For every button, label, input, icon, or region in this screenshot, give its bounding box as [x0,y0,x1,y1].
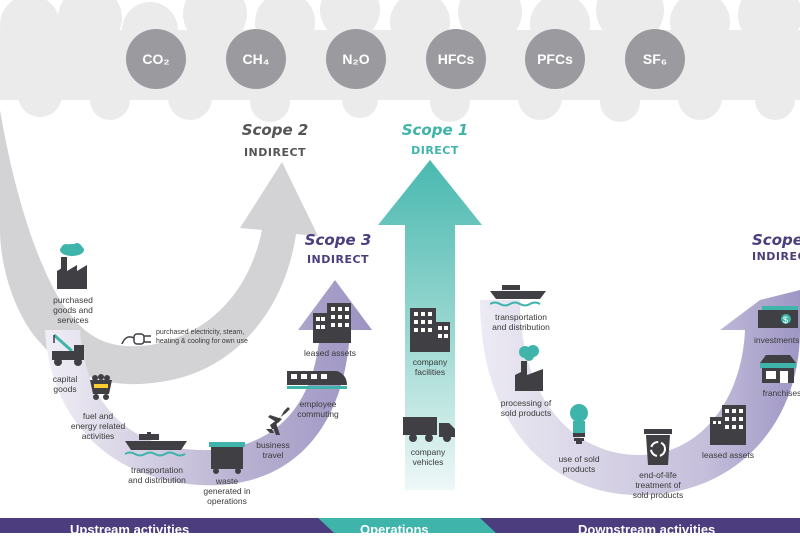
activity-bands [0,518,800,533]
money-icon: $ [758,306,798,328]
scope3-upstream-title: Scope 3 [304,231,372,249]
scope3-upstream-arrow [45,280,372,486]
crane-truck-icon [52,333,84,366]
scope2-arrow [0,110,318,385]
leased-building-icon [710,405,746,445]
gas-ch4: CH₄ [226,29,286,89]
scope3-downstream-title: Scope [752,231,800,249]
scope3-upstream-subtitle: INDIRECT [306,253,370,266]
recycling-bin-icon [644,429,672,465]
office-building-icon [313,303,351,343]
gas-sf6: SF₆ [625,29,685,89]
band-upstream-label: Upstream activities [70,522,190,537]
waste-bin-icon [209,442,245,474]
band-operations-label: Operations [360,522,429,537]
scope2-subtitle: INDIRECT [243,146,307,159]
lightbulb-icon [570,404,588,444]
plug-icon [121,333,151,345]
factory-cloud-icon [57,243,87,289]
company-facilities-icon [410,308,450,352]
gas-hfcs: HFCs [426,29,486,89]
train-icon [287,371,347,389]
label-franchises: franchises [762,388,800,398]
svg-text:$: $ [783,315,788,325]
gas-co2: CO₂ [126,29,186,89]
company-truck-icon [403,417,455,442]
label-investments: investments [754,335,800,345]
ship-icon-downstream [490,285,546,307]
gas-pfcs: PFCs [525,29,585,89]
label-downstream-leased-assets: leased assets [702,450,754,460]
gas-n2o: N₂O [326,29,386,89]
coal-cart-icon [90,374,112,400]
storefront-icon [760,355,796,383]
scope1-subtitle: DIRECT [411,144,459,157]
label-upstream-leased-assets: leased assets [304,348,356,358]
scope2-title: Scope 2 [241,121,309,139]
airplane-icon [262,407,290,435]
band-downstream-label: Downstream activities [578,522,716,537]
label-scope2-electricity: purchased electricity, steam,heating & c… [156,329,248,345]
ship-icon-upstream [125,432,187,457]
scope3-downstream-subtitle: INDIREC [752,250,800,263]
scope1-title: Scope 1 [401,121,469,139]
processing-factory-icon [515,345,543,391]
